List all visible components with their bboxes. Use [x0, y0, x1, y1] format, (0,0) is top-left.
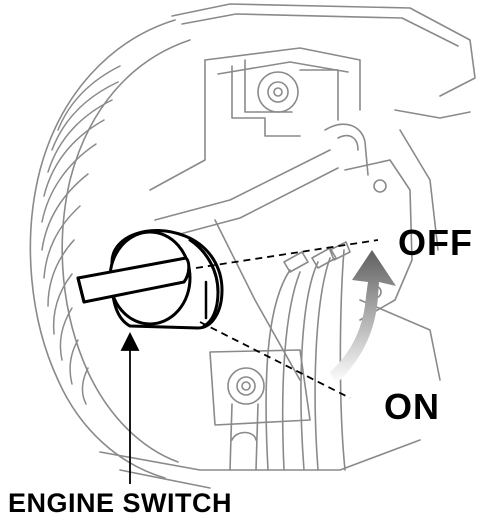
engine-switch-leader	[120, 331, 140, 484]
shroud-fins	[41, 65, 121, 405]
engine-switch-label: ENGINE SWITCH	[8, 488, 233, 518]
on-label: ON	[384, 386, 440, 427]
engine-housing	[29, 3, 476, 489]
position-indicator-lines	[195, 239, 379, 399]
curved-arrow-up-icon	[330, 250, 396, 384]
off-label: OFF	[398, 222, 473, 263]
off-indicator-line	[195, 239, 379, 269]
on-indicator-line	[199, 321, 351, 399]
engine-switch-knob-icon[interactable]	[76, 228, 224, 330]
